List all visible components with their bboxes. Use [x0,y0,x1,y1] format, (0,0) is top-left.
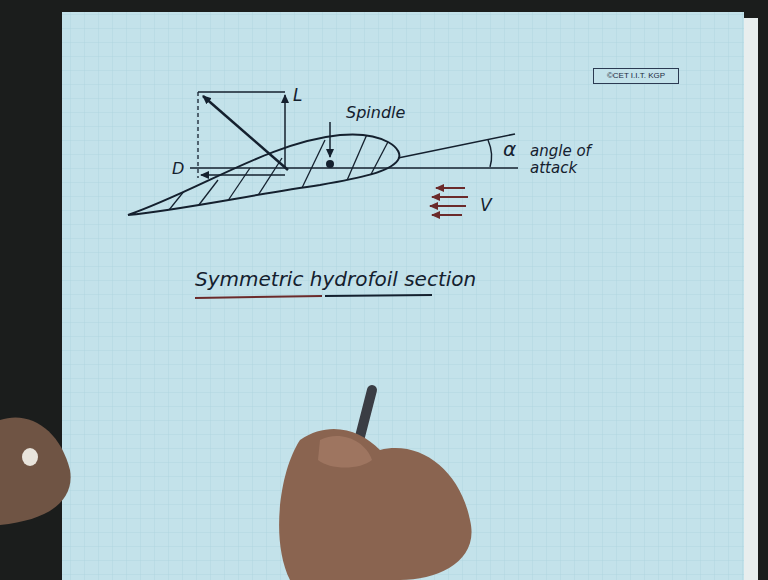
caption-note: Symmetric hydrofoil section [195,268,476,290]
angle-symbol: α [503,138,516,160]
logo-box: ©CET I.I.T. KGP [593,68,679,84]
angle-note: angle of attack [530,143,610,176]
logo-text: ©CET I.I.T. KGP [598,71,674,81]
velocity-label: V [480,196,492,215]
part-name: Spindle [346,104,405,122]
force-label: L [293,86,302,105]
force-label: D [172,160,184,178]
